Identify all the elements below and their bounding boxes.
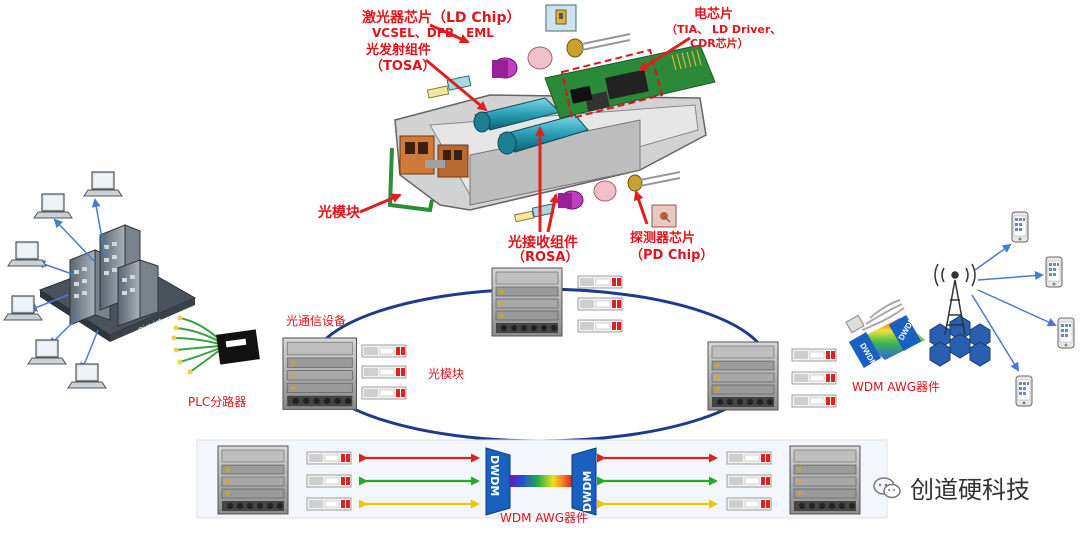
laptop-icon [83, 171, 123, 197]
tosa-label: 光发射组件 [366, 43, 432, 58]
optical-module-exploded-view [387, 4, 716, 228]
sfp-transceiver-icon [726, 497, 772, 511]
sfp-transceiver-icon [361, 386, 407, 400]
ld-chip-label: 激光器芯片（LD Chip） [362, 10, 521, 26]
router-chassis-icon [491, 267, 563, 337]
laptop-icon [27, 339, 67, 365]
tosa-abbr-label: （TOSA） [370, 59, 436, 74]
sfp-transceiver-icon [306, 474, 352, 488]
pd-chip-label: 探测器芯片 [630, 231, 696, 246]
pcb-icon [544, 44, 716, 119]
watermark: 创道硬科技 [872, 470, 1030, 505]
rosa-parts [513, 171, 681, 223]
dwdm-awg-right: DWDM [571, 447, 597, 516]
wdm-awg-right: DWDM DWDM [845, 299, 925, 369]
smartphone-icon [1011, 211, 1029, 243]
router-chassis-icon [789, 445, 861, 515]
ld-chip-icon [545, 4, 577, 32]
rosa-abbr-label: （ROSA） [512, 250, 579, 265]
hex-cells [929, 315, 991, 367]
laptop-icon [7, 241, 47, 267]
sfp-transceiver-icon [577, 319, 623, 333]
ld-types-label: VCSEL、DFB、EML [372, 26, 494, 40]
watermark-text: 创道硬科技 [910, 476, 1030, 504]
sfp-transceiver-icon [791, 348, 837, 362]
pd-chip-abbr-label: （PD Chip） [630, 248, 714, 263]
laptop-icon [67, 363, 107, 389]
pd-chip-icon [651, 204, 677, 228]
sfp-transceiver-icon [361, 365, 407, 379]
wdm-awg-bottom-label: WDM AWG器件 [500, 511, 588, 525]
router-chassis-icon [217, 445, 289, 515]
tower-links [971, 243, 1057, 372]
wavelength-spectrum [510, 475, 572, 487]
dwdm-label: DWDM [581, 471, 594, 512]
optical-module-label: 光模块 [318, 205, 360, 221]
wavelength-arrows [359, 453, 718, 509]
plc-splitter-label: PLC分路器 [188, 395, 247, 409]
smartphone-icon [1057, 317, 1075, 349]
sfp-transceiver-icon [726, 474, 772, 488]
wechat-icon [873, 476, 901, 498]
dwdm-awg-left: DWDM [485, 447, 511, 516]
smartphone-icon [1045, 256, 1063, 288]
router-chassis-icon [282, 337, 358, 410]
smartphone-icon [1015, 375, 1033, 407]
ring-module-label: 光模块 [428, 367, 465, 381]
ic-types-label-2: CDR芯片） [690, 37, 749, 50]
building-icon [69, 224, 159, 327]
rosa-label: 光接收组件 [508, 235, 578, 251]
sfp-transceiver-icon [791, 371, 837, 385]
annotation-arrows [359, 23, 691, 233]
sfp-transceiver-icon [726, 451, 772, 465]
tosa-parts [426, 33, 631, 99]
wdm-awg-right-label: WDM AWG器件 [852, 380, 940, 394]
sfp-transceiver-icon [306, 451, 352, 465]
district-area: District [38, 224, 197, 342]
sfp-transceiver-icon [306, 497, 352, 511]
district-links [28, 198, 106, 372]
laptop-icon [33, 193, 73, 219]
router-chassis-icon [707, 341, 779, 411]
sfp-transceiver-icon [577, 297, 623, 311]
sfp-transceiver-icon [577, 275, 623, 289]
sfp-transceiver-icon [791, 394, 837, 408]
cell-tower-icon [934, 263, 976, 336]
sfp-transceiver-icon [361, 344, 407, 358]
fiber-splitter-icon [171, 315, 260, 375]
ic-types-label-1: （TIA、 LD Driver、 [666, 23, 782, 36]
dwdm-label: DWDM [488, 455, 501, 496]
telecom-equipment-label: 光通信设备 [286, 314, 347, 328]
ic-chip-label: 电芯片 [694, 7, 734, 22]
